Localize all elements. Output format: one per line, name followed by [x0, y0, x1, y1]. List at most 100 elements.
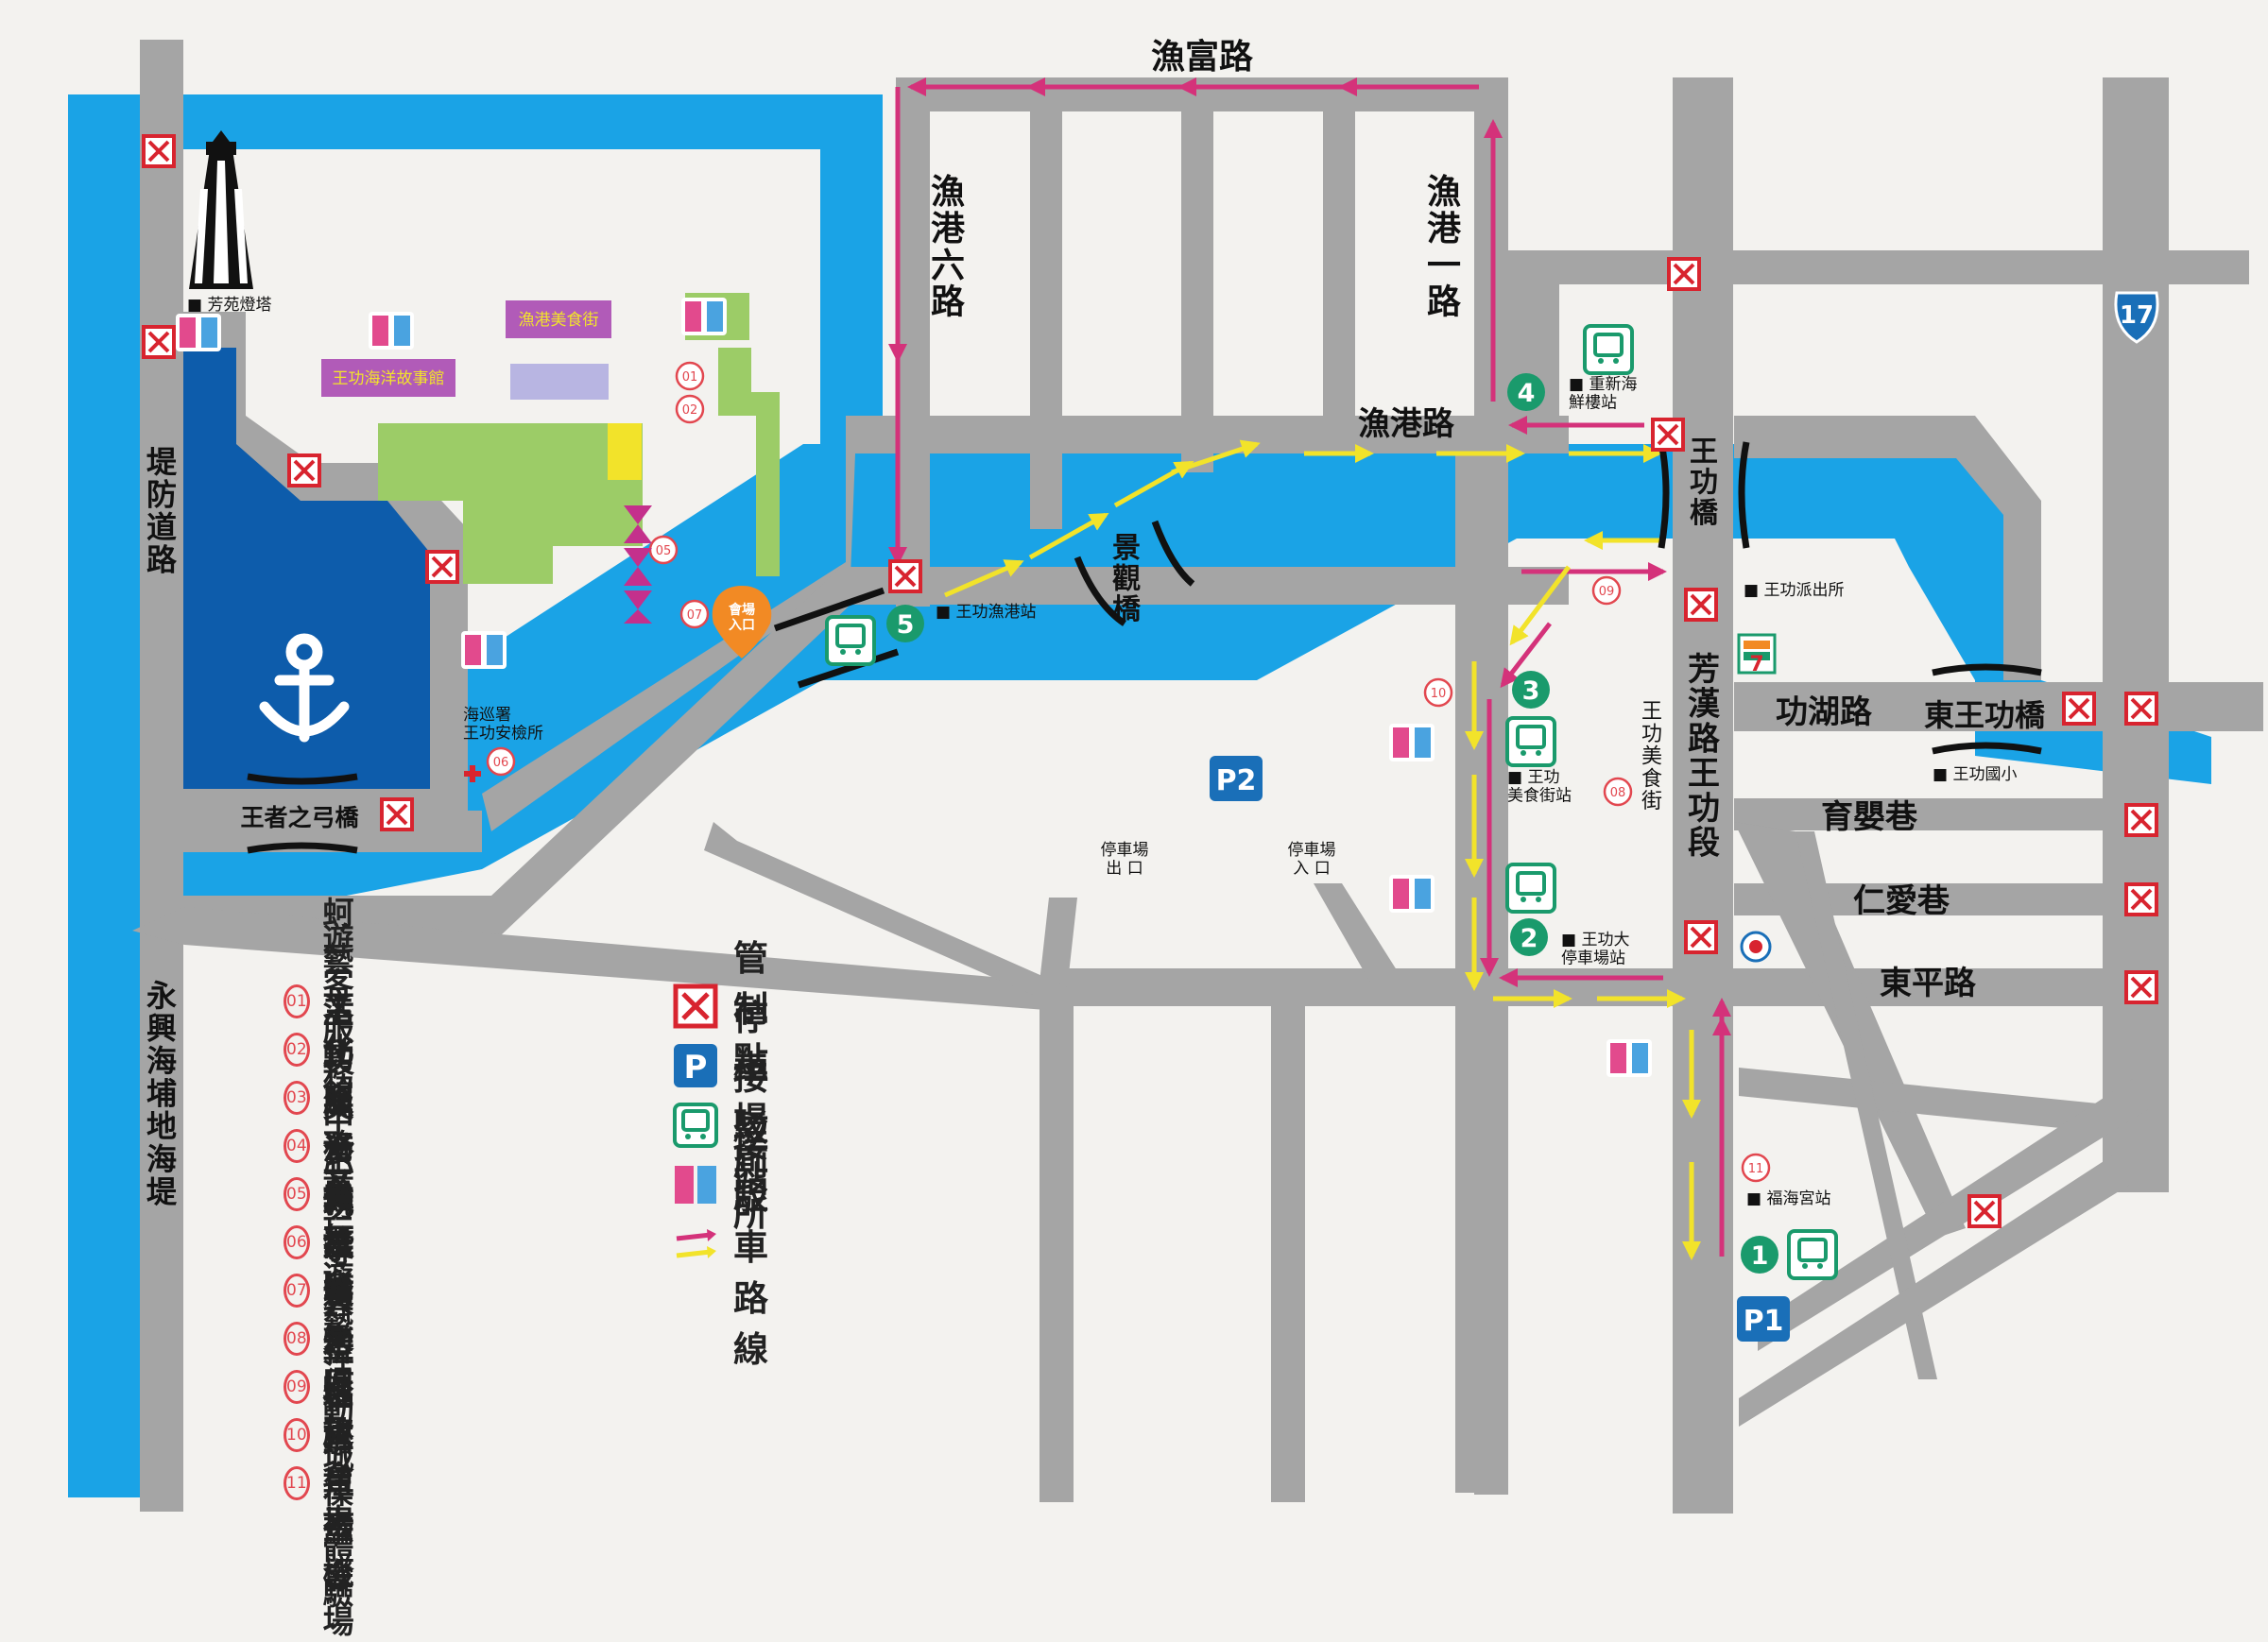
place-label-chongxin-station: ■ 重新海: [1569, 375, 1637, 394]
shuttle-route-yellow: [943, 439, 1701, 1260]
bridge-label-dongwanggong: 東王功橋: [1924, 697, 2046, 733]
poi-marker-09: 09: [1591, 575, 1622, 606]
place-label-coast-guard: 海巡署: [463, 706, 511, 725]
road-label-food-street: 街: [1641, 790, 1662, 813]
road-label-yuying: 育嬰巷: [1821, 798, 1917, 836]
control-point-icon: [1967, 1194, 2002, 1228]
poi-legend-number: 10: [284, 1418, 310, 1452]
place-label-parking-exit: 出 口: [1106, 860, 1143, 879]
poi-legend-item: 11 祈福嘉年華會場: [284, 1331, 363, 1640]
poi-legend-item: 04 王功漁港主舞台: [284, 994, 363, 1303]
poi-legend-label: 祈福嘉年華會場: [322, 1331, 355, 1640]
restroom-icon: [1389, 875, 1435, 913]
shuttle-bus-icon: [673, 1103, 718, 1148]
parking-p2: P2: [1210, 756, 1263, 801]
shuttle-route-pink: [888, 77, 1731, 1257]
shuttle-stop-2: 2: [1505, 863, 1556, 956]
shuttle-stop-number: 5: [897, 610, 915, 640]
highway-shield-icon: 17: [2114, 291, 2159, 344]
place-label-parking-entrance: 停車場: [1288, 841, 1336, 860]
shuttle-stop-4: 4: [1507, 324, 1634, 411]
road-label-embankment: 路: [146, 542, 178, 578]
parking-icon: P: [673, 1043, 718, 1088]
map-key-label: 管制點: [733, 938, 768, 1081]
shuttle-stop-5: 5: [825, 605, 924, 666]
place-label-venue-entrance: 入口: [729, 618, 755, 633]
shuttle-stop-number: 2: [1521, 924, 1538, 953]
poi-legend-number: 08: [284, 1322, 310, 1356]
poi-legend-label: 王功尋寶烤蚵趣會場: [322, 1141, 355, 1541]
control-point-icon: [142, 134, 176, 168]
control-point-icon: [2124, 692, 2158, 726]
control-point-icon: [380, 797, 414, 831]
control-point-icon: [425, 550, 459, 584]
road-label-yugang6: 六: [931, 247, 965, 285]
poi-legend-label: 活動服務台: [322, 991, 355, 1209]
control-point-icon: [287, 453, 321, 487]
map-key-label: 接駁車路線: [733, 1125, 768, 1370]
control-point-icon: [2124, 970, 2158, 1004]
parking-p1: P1: [1737, 1296, 1790, 1342]
poi-legend-label: 親子遊樂區: [322, 1184, 355, 1402]
place-label-lighthouse: ■ 芳苑燈塔: [187, 296, 271, 315]
road-label-renai: 仁愛巷: [1853, 882, 1950, 920]
poi-legend-number: 04: [284, 1129, 310, 1163]
svg-text:09: 09: [1599, 585, 1615, 599]
place-label-coast-guard: 王功安檢所: [463, 725, 543, 744]
road-label-fanghan: 王: [1688, 755, 1720, 793]
poi-marker-11: 11: [1741, 1153, 1771, 1183]
poi-legend-number: 11: [284, 1466, 310, 1500]
poi-marker-01: 01: [675, 361, 705, 391]
road-label-gonghu: 功湖路: [1776, 693, 1873, 731]
anchor-icon: [259, 633, 350, 743]
road-label-embankment: 堤: [146, 444, 178, 480]
poi-legend-number: 03: [284, 1081, 310, 1115]
road-label-food-street: 王: [1641, 700, 1662, 724]
svg-text:10: 10: [1431, 687, 1447, 701]
poi-legend-label: 遊客服務中心: [322, 920, 355, 1184]
road-label-yugang1: 路: [1427, 283, 1462, 322]
service-desk-area: [510, 364, 609, 400]
road-label-fanghan: 芳: [1688, 651, 1720, 689]
restroom-icon: [681, 298, 727, 335]
control-point-icon: [2124, 882, 2158, 916]
convenience-store-icon: 7: [1737, 633, 1777, 676]
food-stalls-icon: [624, 505, 652, 624]
poi-legend-number: 01: [284, 984, 310, 1018]
bridge-label-jingguan: 觀: [1112, 562, 1141, 595]
map-key-item: 廁所: [673, 1142, 768, 1234]
road-label-yongxing: 海: [146, 1043, 177, 1079]
shuttle-stop-number: 1: [1751, 1241, 1769, 1271]
bridge-label-wangzhe: 王者之弓橋: [240, 804, 359, 831]
poi-legend-label: 王功漁港主舞台: [322, 994, 355, 1303]
bridge-label-wanggong: 橋: [1690, 497, 1719, 530]
poi-marker-07: 07: [679, 599, 710, 629]
road-label-yugang1: 港: [1427, 210, 1462, 248]
control-point-icon: [2124, 803, 2158, 837]
road-label-yongxing: 地: [146, 1108, 177, 1144]
parking-p1-label: P1: [1744, 1305, 1784, 1338]
bridges: [247, 441, 2042, 854]
shuttle-stop-1: 1: [1741, 1229, 1838, 1280]
map-key-item: 接駁站: [673, 1057, 768, 1200]
control-point-icon: [1651, 418, 1685, 452]
road-label-yugang1: 漁: [1427, 173, 1461, 212]
museum-label: 王功海洋故事館: [333, 369, 445, 388]
control-point-icon: [1667, 257, 1701, 291]
main-stage-area: [608, 423, 642, 480]
place-label-fuhai-station: ■ 福海宮站: [1746, 1189, 1830, 1208]
road-label-embankment: 防: [146, 477, 177, 513]
road-label-yugang: 漁港路: [1358, 405, 1455, 443]
parking-p2-label: P2: [1216, 764, 1257, 797]
poi-marker-10: 10: [1423, 677, 1453, 708]
place-label-wangda-station: 停車場站: [1561, 949, 1625, 968]
place-label-police: ■ 王功派出所: [1744, 581, 1844, 600]
road-label-fanghan: 段: [1688, 825, 1720, 863]
road-label-fanghan: 功: [1688, 790, 1720, 828]
road-label-yufu: 漁富路: [1151, 37, 1254, 77]
